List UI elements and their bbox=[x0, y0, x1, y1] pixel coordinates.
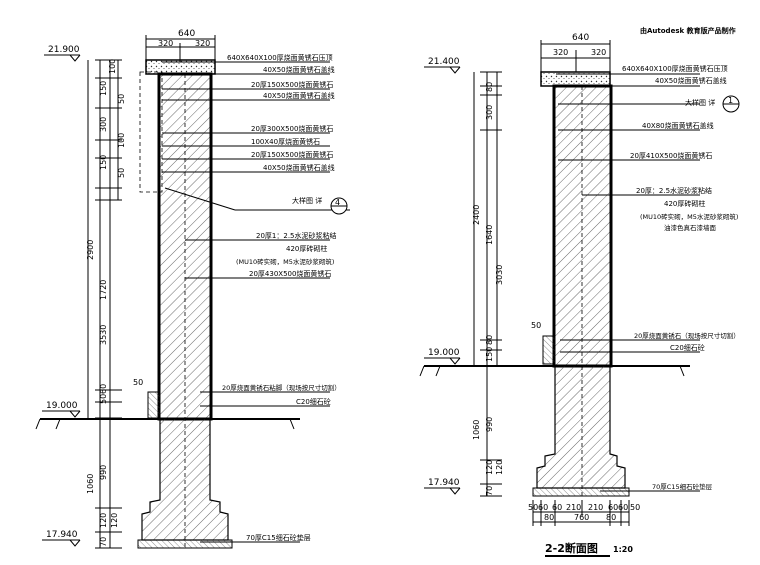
svg-text:320: 320 bbox=[591, 48, 606, 57]
svg-text:640: 640 bbox=[178, 29, 195, 39]
section-scale: 1:20 bbox=[613, 545, 633, 554]
right-callout: 420厚砖砌柱 bbox=[664, 199, 705, 208]
right-elev-ground: 19.000 bbox=[424, 348, 461, 365]
svg-text:80: 80 bbox=[485, 82, 494, 92]
right-elev-bottom: 17.940 bbox=[424, 478, 461, 495]
svg-text:320: 320 bbox=[195, 39, 210, 48]
right-callout: 640X640X100厚烧面黄锈石压顶 bbox=[622, 64, 728, 73]
svg-text:990: 990 bbox=[485, 417, 494, 432]
svg-text:4: 4 bbox=[335, 198, 340, 207]
svg-text:150: 150 bbox=[485, 347, 494, 362]
svg-text:50: 50 bbox=[133, 378, 143, 387]
right-callout: C20细石砼 bbox=[670, 343, 705, 352]
svg-text:640: 640 bbox=[572, 33, 589, 43]
left-detail-label: 大样图 详 bbox=[292, 196, 322, 205]
svg-text:60: 60 bbox=[618, 503, 628, 512]
left-callout: 40X50烧面黄锈石盖线 bbox=[263, 65, 335, 74]
svg-text:60: 60 bbox=[608, 503, 618, 512]
svg-text:150: 150 bbox=[99, 81, 108, 96]
left-callout: 40X50烧面黄锈石盖线 bbox=[263, 163, 335, 172]
left-callout: 20厚430X500烧面黄锈石 bbox=[249, 269, 331, 278]
svg-text:80: 80 bbox=[544, 513, 554, 522]
svg-text:1: 1 bbox=[728, 96, 733, 105]
left-callout: 100X40厚烧面黄锈石 bbox=[251, 137, 320, 146]
left-elev-top: 21.900 bbox=[44, 45, 81, 62]
left-callout: 420厚砖砌柱 bbox=[286, 244, 327, 253]
svg-text:1720: 1720 bbox=[99, 280, 108, 300]
right-callout: 20厚烧面黄锈石（现场按尺寸切割） bbox=[634, 331, 740, 340]
right-elev-top: 21.400 bbox=[424, 57, 461, 74]
svg-text:120: 120 bbox=[110, 513, 119, 528]
svg-text:210: 210 bbox=[588, 503, 603, 512]
left-elev-ground: 19.000 bbox=[42, 401, 81, 418]
svg-text:150: 150 bbox=[99, 155, 108, 170]
right-callout: 40X50烧面黄锈石盖线 bbox=[655, 76, 727, 85]
svg-text:320: 320 bbox=[553, 48, 568, 57]
left-section: 21.900 19.000 17.940 100 150 50 300 100 … bbox=[35, 29, 350, 549]
svg-text:1060: 1060 bbox=[86, 474, 95, 494]
svg-text:50: 50 bbox=[99, 394, 108, 404]
left-callout: 70厚C15细石砼垫层 bbox=[246, 533, 311, 542]
svg-text:19.000: 19.000 bbox=[428, 348, 460, 358]
svg-text:2900: 2900 bbox=[86, 240, 95, 260]
svg-text:70: 70 bbox=[99, 537, 108, 547]
right-callout: 20厚：2.5水泥砂浆粘结 bbox=[636, 186, 712, 195]
svg-text:50: 50 bbox=[531, 321, 541, 330]
svg-text:50: 50 bbox=[117, 94, 126, 104]
svg-text:300: 300 bbox=[485, 105, 494, 120]
svg-text:120: 120 bbox=[99, 513, 108, 528]
left-callout: 640X640X100厚烧面黄锈石压顶 bbox=[227, 53, 333, 62]
right-detail-label: 大样图 详 bbox=[685, 98, 715, 107]
right-callout: 40X80烧面黄锈石盖线 bbox=[642, 121, 714, 130]
svg-text:50: 50 bbox=[630, 503, 640, 512]
svg-text:320: 320 bbox=[158, 39, 173, 48]
svg-text:60: 60 bbox=[538, 503, 548, 512]
right-section: 21.400 19.000 17.940 80 300 2400 1640 30… bbox=[419, 33, 740, 557]
svg-text:80: 80 bbox=[606, 513, 616, 522]
svg-text:50: 50 bbox=[117, 168, 126, 178]
right-callout: 70厚C15细石砼垫层 bbox=[652, 482, 713, 491]
svg-text:17.940: 17.940 bbox=[428, 478, 460, 488]
left-callout: C20细石砼 bbox=[296, 397, 331, 406]
left-callout: 20厚烧面黄锈石粘脚（现场按尺寸切割） bbox=[222, 383, 341, 392]
section-title: 2-2断面图 bbox=[545, 541, 598, 555]
svg-text:1060: 1060 bbox=[472, 420, 481, 440]
svg-text:760: 760 bbox=[574, 513, 589, 522]
left-callout: 40X50烧面黄锈石盖线 bbox=[263, 91, 335, 100]
svg-text:210: 210 bbox=[566, 503, 581, 512]
left-callout: (MU10砖实砌，M5水泥砂浆砌筑) bbox=[236, 257, 334, 266]
right-callout: 20厚410X500烧面黄锈石 bbox=[630, 151, 712, 160]
left-elev-bottom: 17.940 bbox=[42, 530, 81, 547]
svg-text:21.900: 21.900 bbox=[48, 45, 80, 55]
svg-text:100: 100 bbox=[108, 59, 117, 74]
right-callout: (MU10砖实砌，M5水泥砂浆砌筑) bbox=[640, 212, 738, 221]
svg-text:120: 120 bbox=[495, 460, 504, 475]
svg-text:1640: 1640 bbox=[485, 225, 494, 245]
left-callout: 20厚1：2.5水泥砂浆粘结 bbox=[256, 231, 337, 240]
svg-text:120: 120 bbox=[485, 460, 494, 475]
left-callout: 20厚150X500烧面黄锈石 bbox=[251, 150, 333, 159]
svg-text:17.940: 17.940 bbox=[46, 530, 78, 540]
svg-text:2400: 2400 bbox=[472, 205, 481, 225]
left-callout: 20厚300X500烧面黄锈石 bbox=[251, 124, 333, 133]
svg-text:19.000: 19.000 bbox=[46, 401, 78, 411]
svg-text:70: 70 bbox=[485, 486, 494, 496]
svg-text:60: 60 bbox=[552, 503, 562, 512]
right-callout: 油漆色真石漆墙面 bbox=[664, 223, 717, 232]
svg-text:300: 300 bbox=[99, 117, 108, 132]
svg-text:990: 990 bbox=[99, 465, 108, 480]
left-callout: 20厚150X500烧面黄锈石 bbox=[251, 80, 333, 89]
svg-text:3030: 3030 bbox=[495, 265, 504, 285]
svg-text:21.400: 21.400 bbox=[428, 57, 460, 67]
watermark: 由Autodesk 教育版产品制作 bbox=[640, 26, 736, 35]
svg-text:60: 60 bbox=[99, 384, 108, 394]
svg-text:3530: 3530 bbox=[99, 325, 108, 345]
